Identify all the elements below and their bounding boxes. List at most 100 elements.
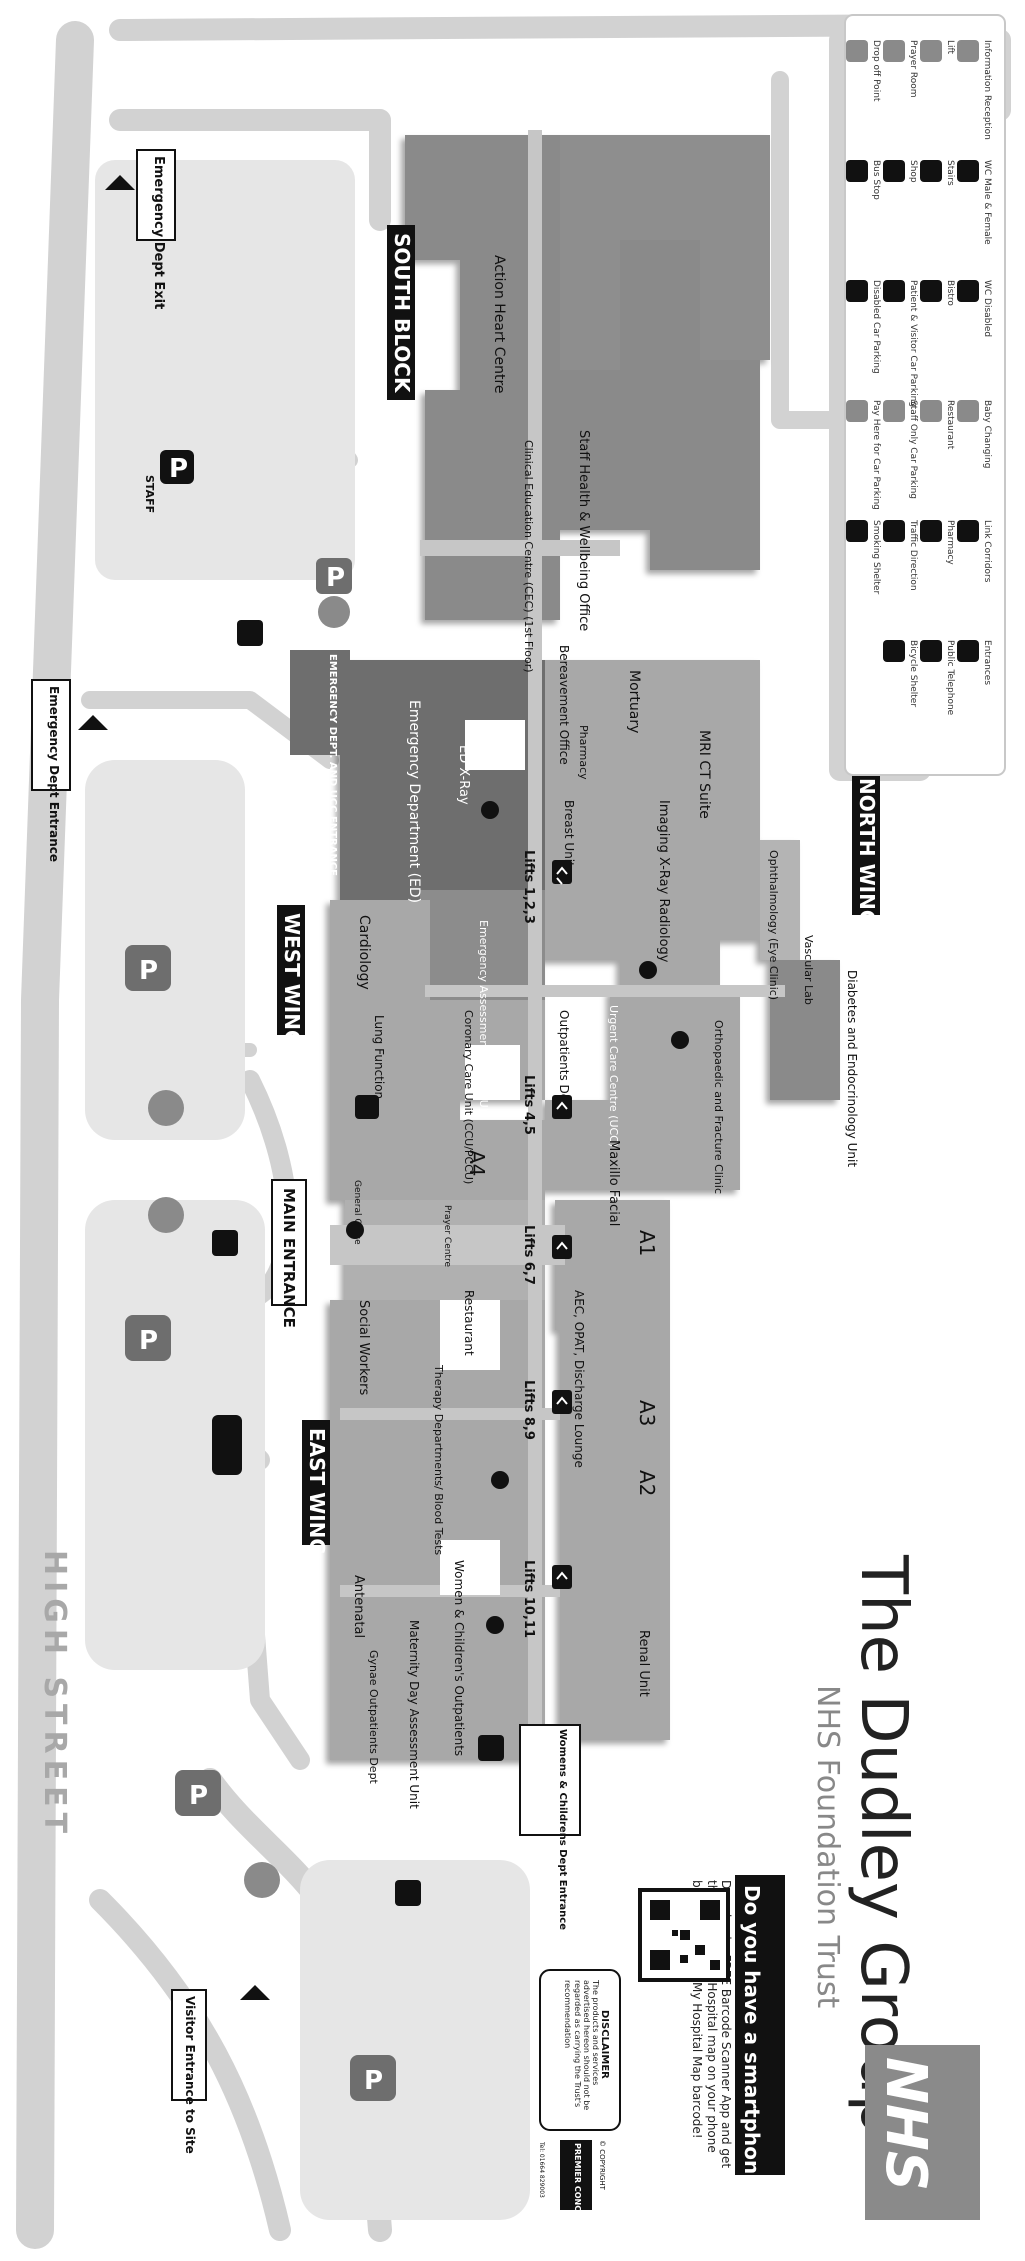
legend-item-label: Shop	[908, 160, 918, 183]
room-gynae: Gynae Outpatients Dept	[367, 1650, 380, 1785]
room-bereavement: Bereavement Office	[557, 645, 571, 765]
info-icon	[639, 961, 657, 979]
room-antenatal: Antenatal	[351, 1575, 366, 1638]
legend-item-label: Pharmacy	[945, 520, 955, 565]
parking-icon	[883, 280, 905, 302]
legend-item: Stairs	[920, 160, 955, 186]
legend-item-label: Stairs	[945, 160, 955, 186]
room-mortuary: Mortuary	[626, 670, 642, 733]
bicycle-shelter-icon	[355, 1095, 379, 1119]
legend-item: Public Telephone	[920, 640, 955, 716]
room-cardiology: Cardiology	[356, 915, 372, 990]
title-block: The Dudley Group NHS Foundation Trust NH…	[810, 1554, 980, 2220]
legend-item: Pharmacy	[920, 520, 955, 565]
block-labels: SOUTH BLOCK NORTH WING WEST WING EAST WI…	[277, 225, 880, 1555]
room-general-office: General Office	[352, 1180, 362, 1245]
trust-name: The Dudley Group	[846, 1554, 920, 2135]
courtyard	[440, 1300, 500, 1370]
lift-label-8-9: Lifts 8,9	[521, 1380, 536, 1440]
ed-ucc-entrance-sign: EMERGENCY DEPT. AND UCC ENTRANCE	[290, 650, 350, 876]
shop-icon	[883, 160, 905, 182]
main-corridor	[528, 130, 542, 1780]
drop-off-icon	[212, 1230, 238, 1256]
entrance-signs: Emergency Dept Exit Emergency Dept Entra…	[31, 149, 581, 2154]
main-entrance-sign: MAIN ENTRANCE	[271, 1179, 307, 1328]
room-ccu: Coronary Care Unit (CCU/PCCU)	[462, 1010, 475, 1184]
legend-item-label: Entrances	[982, 640, 992, 685]
room-emergency-dept: Emergency Department (ED)	[406, 700, 422, 903]
building-a1	[555, 1200, 670, 1330]
info-icon	[671, 1031, 689, 1049]
room-breast-unit: Breast Unit	[562, 800, 576, 867]
bicycle-shelter-icon	[883, 640, 905, 662]
building-ophthalmology	[760, 840, 800, 960]
room-renal: Renal Unit	[636, 1630, 651, 1697]
svg-text:Womens & Childrens Dept Entran: Womens & Childrens Dept Entrance	[557, 1729, 568, 1930]
parking-icon: P	[125, 1315, 171, 1361]
wc-disabled-icon	[957, 280, 979, 302]
room-action-heart: Action Heart Centre	[491, 255, 507, 394]
misc-icons	[212, 620, 504, 1906]
info-icons	[346, 801, 689, 1634]
bus-stop-icon	[212, 1415, 242, 1475]
room-staff-health: Staff Health & Wellbeing Office	[576, 430, 591, 631]
legend-item: Entrances	[957, 640, 992, 685]
room-prayer-centre: Prayer Centre	[442, 1205, 452, 1267]
legend-item-label: Restaurant	[945, 400, 955, 450]
staff-parking-label: STAFF	[143, 475, 156, 513]
staff-parking-icon	[883, 400, 905, 422]
room-a3: A3	[635, 1400, 659, 1426]
nhs-logo-text: NHS	[873, 2057, 938, 2191]
telephone-icon	[920, 640, 942, 662]
lift-icon	[552, 1235, 572, 1259]
cross-corridor-2	[425, 985, 785, 997]
entrance-icon	[957, 640, 979, 662]
legend-item: Staff Only Car Parking	[883, 400, 918, 499]
car-park-south	[95, 160, 355, 580]
svg-text:Emergency Dept Exit: Emergency Dept Exit	[151, 156, 166, 309]
emergency-access-road	[109, 109, 391, 231]
room-ophthalmology: Ophthalmology (Eye Clinic)	[767, 850, 780, 1000]
cross-corridor-4	[340, 1408, 560, 1420]
lift-icon	[552, 860, 572, 885]
prayer-room-icon	[883, 40, 905, 62]
legend-item-label: Bicycle Shelter	[908, 640, 918, 707]
legend-item-label: Patient & Visitor Car Parking	[908, 280, 918, 407]
entrance-flag-icon	[240, 1985, 270, 2000]
disabled-parking-icon	[148, 1197, 184, 1233]
disabled-parking-icon	[318, 596, 350, 628]
parking-icon: P	[175, 1770, 221, 1816]
legend-item-label: Drop off Point	[871, 40, 881, 102]
building-south-block-north	[560, 135, 770, 370]
building-renal	[560, 1600, 670, 1740]
legend-item-label: WC Disabled	[982, 280, 992, 337]
legend-item-label: Bus Stop	[871, 160, 881, 200]
room-a2: A2	[635, 1470, 659, 1496]
legend-item: Disabled Car Parking	[846, 280, 881, 374]
room-orthopaedic: Orthopaedic and Fracture Clinic	[712, 1020, 725, 1194]
stairs-icon	[920, 160, 942, 182]
room-a4: A4	[465, 1150, 489, 1176]
north-wing-label: NORTH WING	[855, 778, 879, 926]
svg-text:P: P	[364, 2066, 383, 2096]
north-link-road	[771, 71, 849, 429]
room-mri: MRI CT Suite	[696, 730, 712, 819]
room-social-workers: Social Workers	[356, 1300, 371, 1395]
courtyard	[465, 1045, 520, 1100]
pharmacy-icon	[920, 520, 942, 542]
high-street-label: HIGH STREET	[37, 1550, 72, 1839]
legend-item-label: Bistro	[945, 280, 955, 306]
drop-off-icon	[395, 1880, 421, 1906]
parking-icon: P	[125, 945, 171, 991]
legend-item-label: Staff Only Car Parking	[908, 400, 918, 499]
legend-item-label: Prayer Room	[908, 40, 918, 98]
legend-item-label: WC Male & Female	[982, 160, 992, 245]
building-a3-a2	[560, 1330, 670, 1600]
lift-icon	[552, 1390, 572, 1414]
legend-item: Pay Here for Car Parking	[846, 400, 881, 510]
parking-icon: P	[160, 450, 194, 484]
drop-off-icon	[478, 1735, 504, 1761]
traffic-direction-icon	[883, 520, 905, 542]
